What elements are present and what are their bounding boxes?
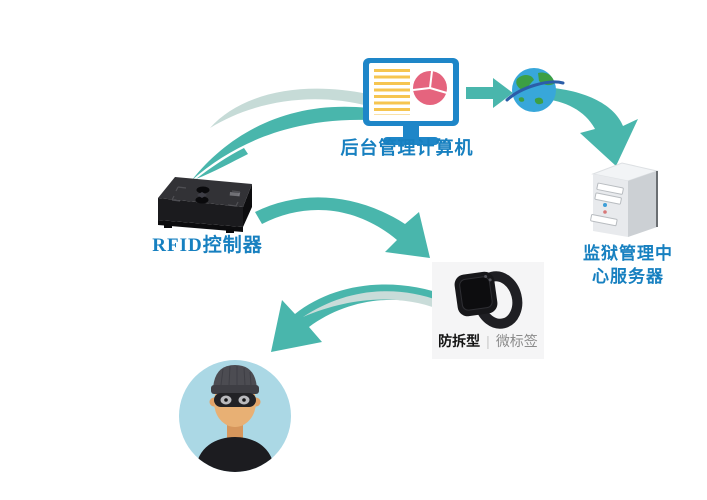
- tag-label-row: 防拆型 | 微标签: [432, 331, 544, 351]
- monitor-base: [383, 137, 439, 145]
- tag-name-label: 微标签: [495, 333, 538, 349]
- tag-type-label: 防拆型: [438, 333, 481, 349]
- arrow-globe-to-server: [541, 87, 638, 166]
- tag-card: 防拆型 | 微标签: [432, 262, 544, 359]
- arrow-computer-to-globe: [466, 78, 513, 108]
- arrow-tag-to-person-highlight: [303, 291, 440, 317]
- prisoner-avatar: [179, 360, 291, 472]
- arrow-computer-to-rfid-light: [210, 88, 368, 128]
- monitor-icon: [363, 58, 459, 126]
- rfid-controller-icon: [158, 177, 252, 233]
- wristband-tag-icon: [448, 268, 528, 334]
- arrow-computer-to-rfid: [192, 106, 368, 180]
- screen-text-lines: [374, 69, 410, 115]
- tag-separator: |: [486, 333, 490, 349]
- monitor-stand: [403, 125, 419, 138]
- server-label: 监狱管理中 心服务器: [552, 242, 704, 288]
- server-icon: [590, 162, 659, 237]
- arrow-rfid-to-tag: [255, 197, 430, 258]
- globe-icon: [505, 68, 565, 112]
- computer-label: 后台管理计算机: [340, 138, 474, 158]
- arrow-computer-to-rfid-prong: [196, 148, 248, 179]
- rfid-label: RFID控制器: [152, 235, 263, 256]
- server-label-line1: 监狱管理中: [583, 244, 673, 263]
- pie-chart-icon: [410, 68, 450, 108]
- arrow-tag-to-person: [271, 284, 448, 352]
- server-label-line2: 心服务器: [592, 267, 664, 286]
- monitor-screen: [369, 63, 453, 121]
